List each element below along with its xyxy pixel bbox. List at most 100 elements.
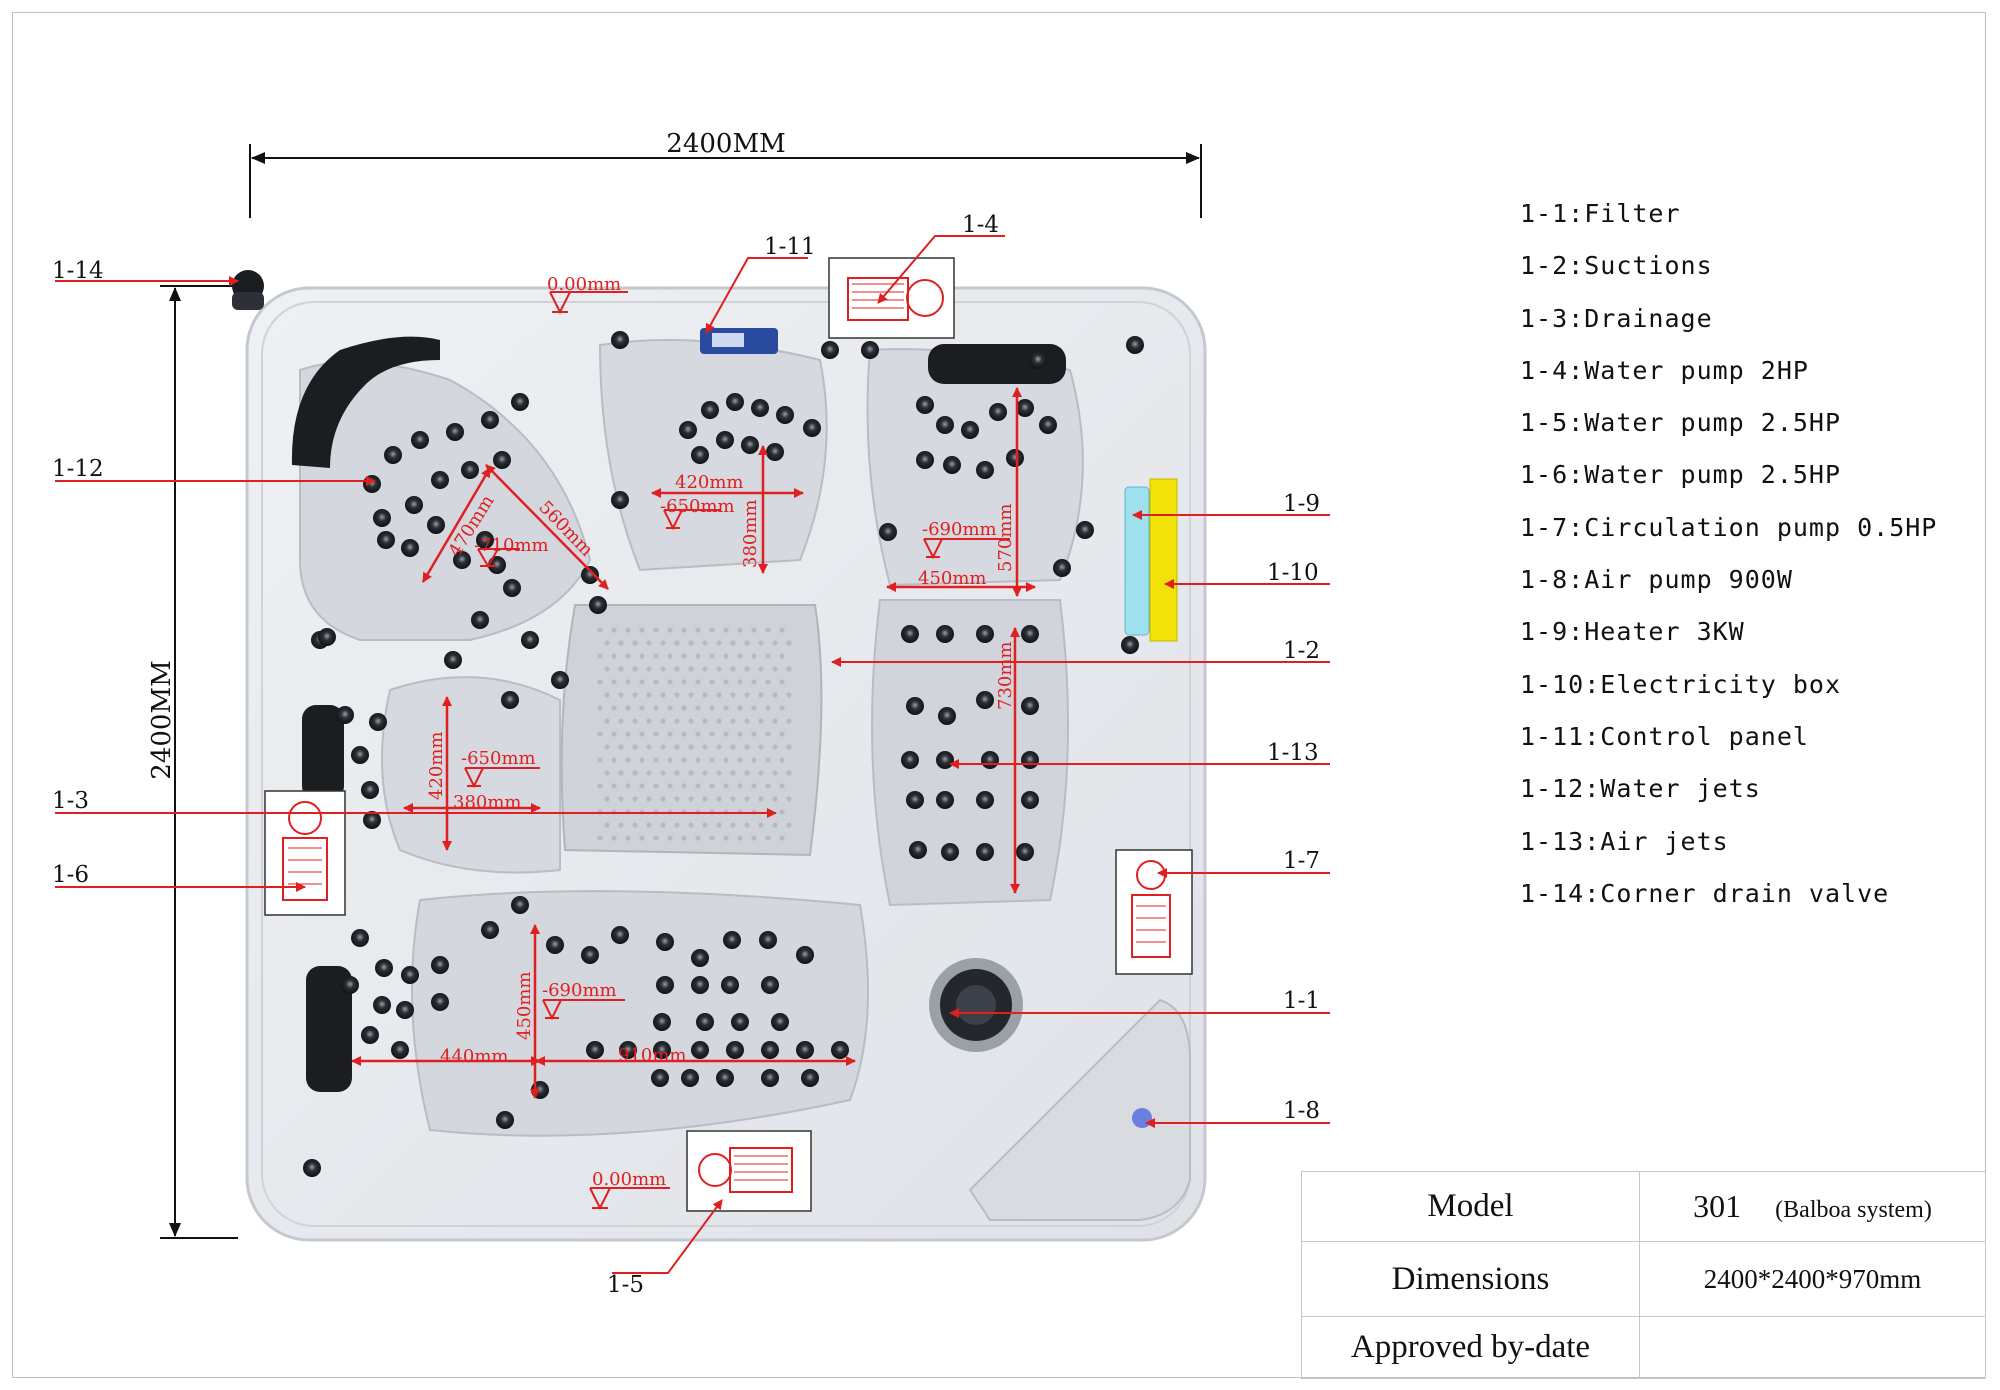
circulation-pump-drawing (1115, 849, 1193, 975)
footwell-dot (681, 705, 687, 711)
footwell-dots (597, 627, 792, 841)
footwell-dot (786, 718, 792, 724)
jet (731, 1013, 749, 1031)
footwell-dot (709, 731, 715, 737)
seat-l-depth-label: -650mm (461, 748, 536, 769)
footwell-dot (653, 757, 659, 763)
spa-shell (232, 270, 1207, 1242)
footwell-dot (779, 757, 785, 763)
jet (653, 1041, 671, 1059)
seat-l-width-label: 380mm (453, 792, 522, 813)
water-pump-2hp-drawing (828, 257, 955, 339)
seat-r-depth-label: -690mm (922, 519, 997, 540)
jet (1121, 636, 1139, 654)
title-block: Model 301 (Balboa system) Dimensions 240… (1301, 1171, 1986, 1379)
footwell-dot (688, 744, 694, 750)
footwell-dot (674, 640, 680, 646)
dimensions-value: 2400*2400*970mm (1639, 1241, 1986, 1317)
jet (901, 751, 919, 769)
footwell-dot (625, 705, 631, 711)
jet (341, 976, 359, 994)
legend-code: 1-14: (1520, 878, 1601, 908)
jet (401, 539, 419, 557)
footwell-dot (625, 731, 631, 737)
footwell-dot (716, 770, 722, 776)
legend-item: 1-11:Control panel (1520, 711, 1937, 763)
footwell-dot (597, 783, 603, 789)
footwell-dot (723, 731, 729, 737)
footwell-dot (639, 835, 645, 841)
corner-drain-valve (232, 270, 264, 310)
footwell-dot (639, 783, 645, 789)
jet (1021, 791, 1039, 809)
headrest-bottom (306, 966, 352, 1092)
footwell-dot (779, 705, 785, 711)
footwell-dot (779, 679, 785, 685)
footwell-dot (786, 666, 792, 672)
footwell-dot (667, 627, 673, 633)
legend-name: Air jets (1600, 826, 1729, 856)
jet (796, 1041, 814, 1059)
dimensions-label: Dimensions (1301, 1241, 1640, 1317)
heater (1124, 486, 1150, 636)
jet (726, 393, 744, 411)
footwell-dot (765, 757, 771, 763)
jet (681, 1069, 699, 1087)
footwell-dot (751, 757, 757, 763)
footwell-dot (604, 770, 610, 776)
callout-1-11: 1-11 (764, 234, 816, 260)
jet (936, 791, 954, 809)
callout-1-8: 1-8 (1283, 1098, 1320, 1124)
jet (701, 401, 719, 419)
footwell-dot (758, 718, 764, 724)
footwell-dot (611, 757, 617, 763)
footwell-dot (597, 757, 603, 763)
footwell-dot (667, 757, 673, 763)
footwell-dot (779, 731, 785, 737)
footwell-dot (639, 731, 645, 737)
footwell-dot (597, 679, 603, 685)
footwell-dot (646, 822, 652, 828)
footwell-dot (702, 744, 708, 750)
jet (716, 1069, 734, 1087)
footwell-dot (737, 627, 743, 633)
model-note: (Balboa system) (1775, 1197, 1932, 1223)
footwell-dot (604, 666, 610, 672)
jet (431, 471, 449, 489)
legend-name: Air pump 900W (1584, 565, 1793, 595)
jet (503, 579, 521, 597)
footwell-dot (709, 757, 715, 763)
footwell-dot (604, 640, 610, 646)
jet (351, 929, 369, 947)
footwell-dot (751, 783, 757, 789)
footwell-dot (702, 796, 708, 802)
footwell-dot (688, 770, 694, 776)
legend-name: Drainage (1584, 303, 1713, 333)
jet (501, 691, 519, 709)
seat-tc-depth-label: -650mm (660, 496, 735, 517)
footwell-dot (639, 653, 645, 659)
footwell-dot (646, 640, 652, 646)
footwell-dot (765, 731, 771, 737)
legend-item: 1-10:Electricity box (1520, 659, 1937, 711)
footwell-dot (597, 627, 603, 633)
footwell-dot (618, 666, 624, 672)
lounger (871, 599, 1069, 907)
left-dimension-label: 2400MM (147, 660, 177, 779)
footwell-dot (646, 770, 652, 776)
footwell-dot (709, 705, 715, 711)
jet (723, 931, 741, 949)
footwell-dot (730, 822, 736, 828)
jet (511, 896, 529, 914)
footwell-dot (660, 718, 666, 724)
footwell-dot (772, 796, 778, 802)
legend-name: Water jets (1600, 774, 1761, 804)
footwell-dot (702, 666, 708, 672)
footwell-dot (758, 666, 764, 672)
footwell-dot (786, 744, 792, 750)
footwell-dot (632, 822, 638, 828)
jet (496, 1111, 514, 1129)
footwell-dot (786, 640, 792, 646)
legend-code: 1-9: (1520, 617, 1585, 647)
